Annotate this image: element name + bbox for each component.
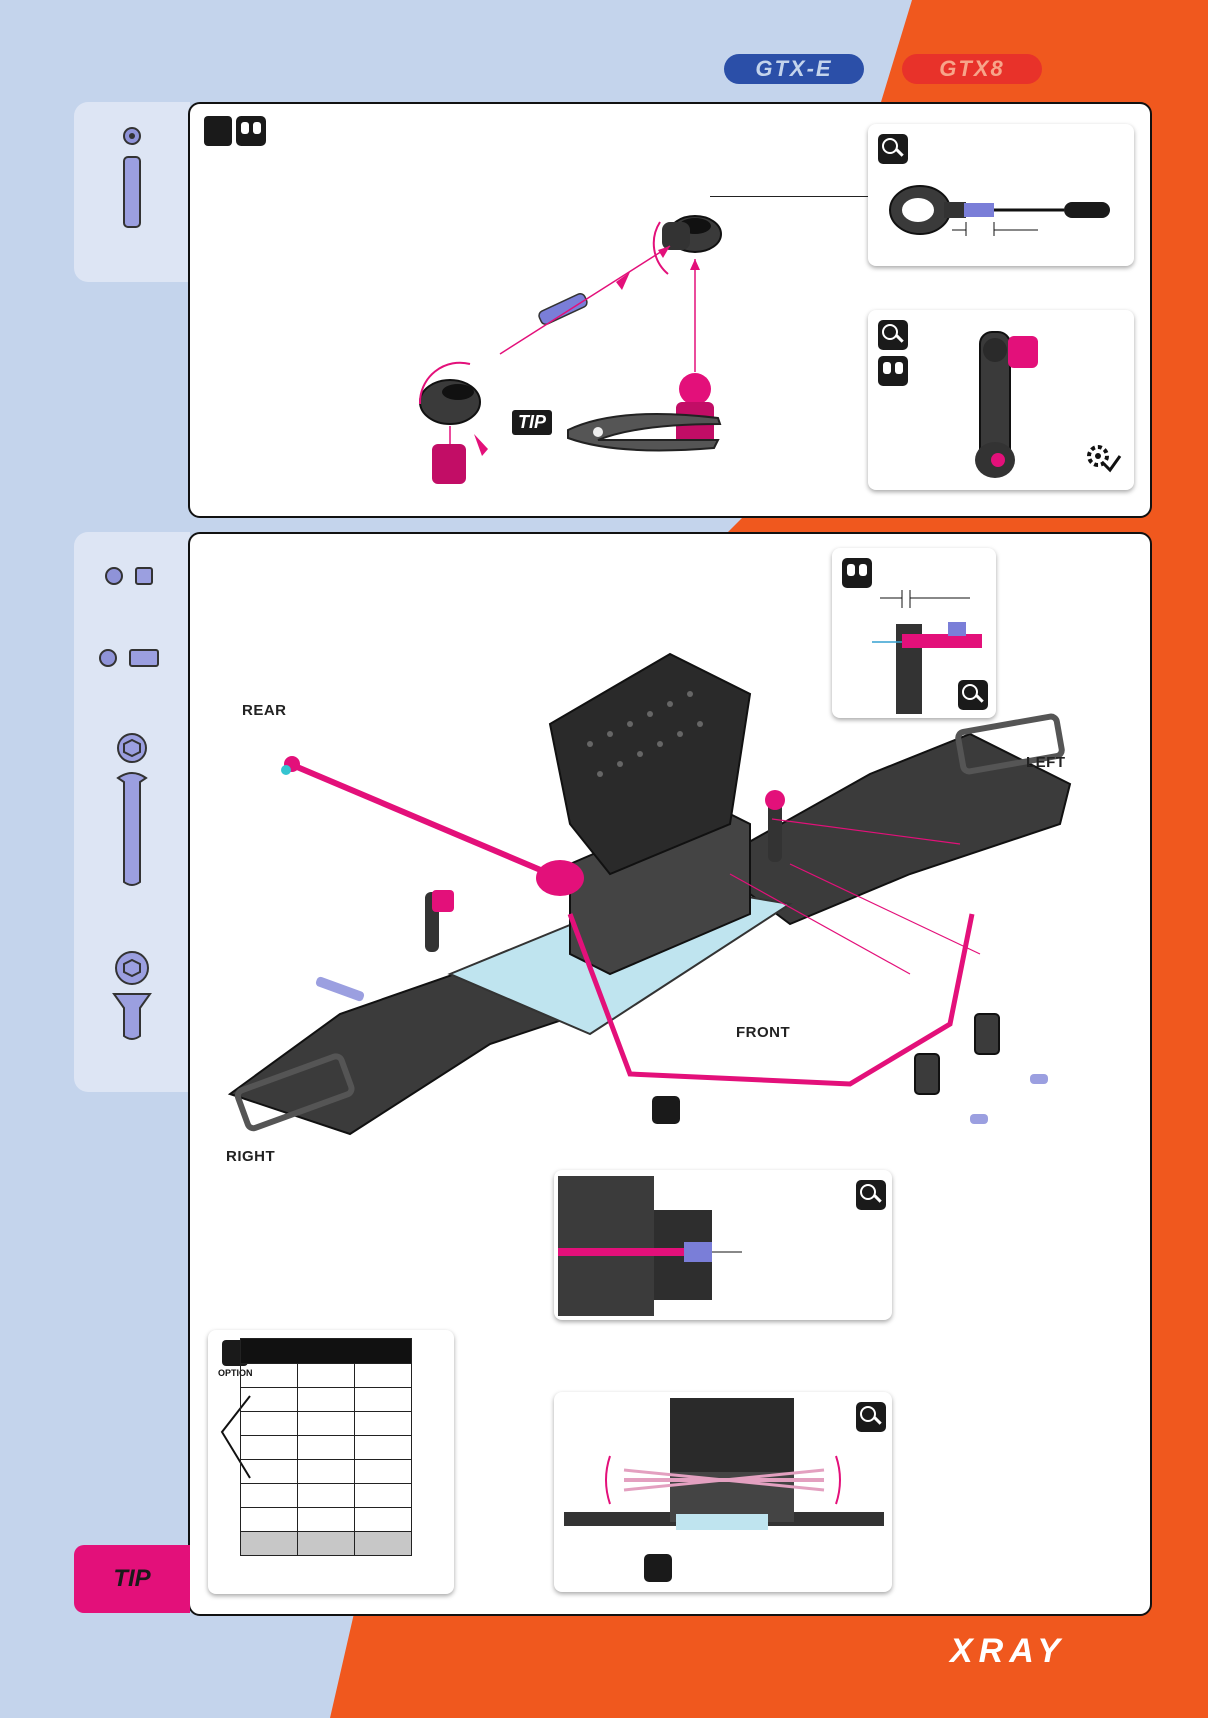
inset-rod-gap (868, 124, 1134, 266)
bar-connector-icon (644, 1554, 672, 1582)
zoom-icon (878, 320, 908, 350)
zoom-icon (856, 1402, 886, 1432)
front-label: FRONT (736, 1024, 790, 1041)
corner-tab-label: TIP (113, 1565, 150, 1593)
step-box-top: TIP (188, 102, 1152, 518)
inset-bar-holder (554, 1170, 892, 1320)
step-number-badge (204, 116, 232, 146)
zoom-icon (958, 680, 988, 710)
tip-badge: TIP (512, 410, 552, 435)
parts-side-panel-top (74, 102, 190, 282)
left-label: LEFT (1026, 754, 1066, 771)
front-view-diagram (554, 1392, 892, 1592)
bar-holder-diagram (554, 1170, 892, 1320)
rear-label: REAR (242, 702, 287, 719)
zoom-icon (878, 134, 908, 164)
pin-icon (124, 157, 140, 227)
leader-line (710, 196, 868, 197)
inset-front-view (554, 1392, 892, 1592)
gtx8-logo: GTX8 (902, 54, 1042, 84)
settings-check-icon (1082, 438, 1122, 478)
pliers-tool-image (558, 400, 728, 460)
right-label: RIGHT (226, 1148, 275, 1165)
step-box-main: REAR LEFT FRONT RIGHT (188, 532, 1152, 1616)
tip-corner-tab: TIP (74, 1545, 190, 1613)
gtx-e-logo: GTX-E (724, 54, 864, 84)
xray-brand-logo: XRAY (950, 1632, 1066, 1671)
parts-icons-top (74, 102, 190, 282)
parts-side-panel-main (74, 532, 190, 1092)
both-sides-icon (236, 116, 266, 146)
inset-assembled-joint (868, 310, 1134, 490)
option-table (240, 1338, 412, 1556)
both-sides-icon (878, 356, 908, 386)
parts-icons-main (74, 532, 190, 1092)
inset-clearance (832, 548, 996, 718)
bar-connector-icon (652, 1096, 680, 1124)
both-sides-icon (842, 558, 872, 588)
zoom-icon (856, 1180, 886, 1210)
